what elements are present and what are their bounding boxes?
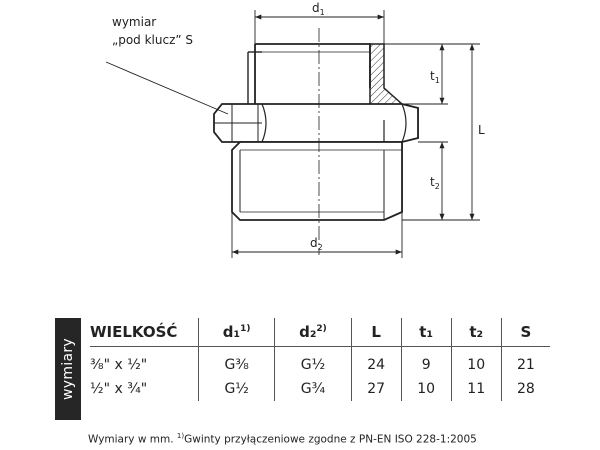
footnote: Wymiary w mm. 1)Gwinty przyłączeniowe zg… xyxy=(88,432,477,446)
dimension-d1 xyxy=(254,10,385,44)
header-L: L xyxy=(350,318,402,347)
header-t2: t₂ xyxy=(450,318,502,347)
cell-d2: G¾ xyxy=(274,377,352,401)
header-size: WIELKOŚĆ xyxy=(90,318,199,347)
fitting-technical-drawing: d1 d2 t1 t2 L wymiar „pod klucz” S xyxy=(105,1,485,258)
callout-line2: „pod klucz” S xyxy=(112,33,193,47)
dimensions-table: WIELKOŚĆ d₁1) d₂2) L t₁ t₂ S ⅜" x ½" G⅜ … xyxy=(90,318,550,401)
side-tab-label: wymiary xyxy=(60,338,76,400)
cell-t2: 10 xyxy=(450,346,502,377)
cell-size: ⅜" x ½" xyxy=(90,357,148,373)
lower-thread-body xyxy=(231,120,403,221)
hex-nut xyxy=(213,103,419,143)
dimension-t1 xyxy=(384,43,448,105)
label-L: L xyxy=(478,123,485,137)
side-tab: wymiary xyxy=(55,318,81,420)
dimension-t2 xyxy=(402,141,480,221)
cell-L: 24 xyxy=(350,346,402,377)
label-d2: d2 xyxy=(310,236,323,252)
cell-size: ½" x ¾" xyxy=(90,381,148,397)
label-t2: t2 xyxy=(430,175,440,191)
cell-L: 27 xyxy=(350,377,402,401)
cell-S: 21 xyxy=(500,346,550,377)
cell-d1: G½ xyxy=(197,377,275,401)
wrench-size-callout: wymiar „pod klucz” S xyxy=(105,15,229,115)
header-d1: d₁1) xyxy=(197,318,275,347)
table-header-row: WIELKOŚĆ d₁1) d₂2) L t₁ t₂ S xyxy=(90,318,550,347)
cell-t2: 11 xyxy=(450,377,502,401)
header-d2: d₂2) xyxy=(274,318,352,347)
label-t1: t1 xyxy=(430,69,440,85)
cell-t1: 9 xyxy=(400,346,452,377)
table-row: ½" x ¾" G½ G¾ 27 10 11 28 xyxy=(90,377,550,401)
cell-d1: G⅜ xyxy=(197,346,275,377)
cell-S: 28 xyxy=(500,377,550,401)
label-d1: d1 xyxy=(312,1,325,17)
upper-thread-body xyxy=(247,43,371,104)
cell-t1: 10 xyxy=(400,377,452,401)
dimension-L xyxy=(448,43,480,220)
header-S: S xyxy=(500,318,550,347)
header-t1: t₁ xyxy=(400,318,452,347)
table-row: ⅜" x ½" G⅜ G½ 24 9 10 21 xyxy=(90,346,550,377)
callout-line1: wymiar xyxy=(112,15,156,29)
cell-d2: G½ xyxy=(274,346,352,377)
